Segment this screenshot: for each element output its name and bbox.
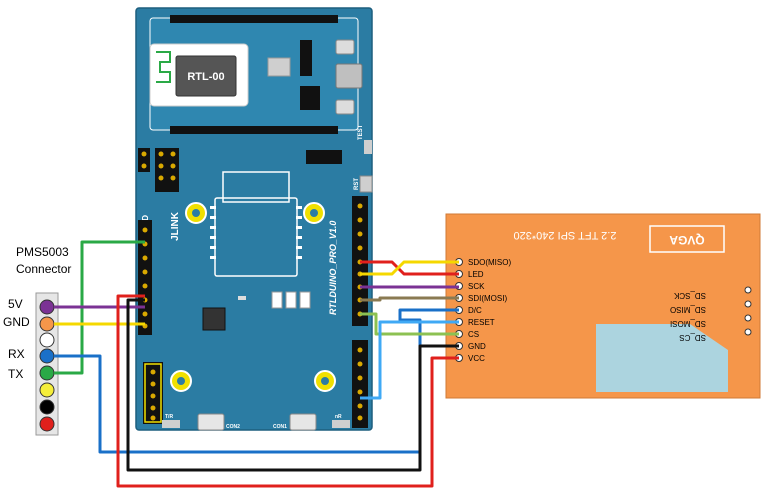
- tft-pin-cs: CS: [468, 330, 479, 339]
- sensor-pin-5v-label: 5V: [8, 297, 23, 311]
- pin-rx: [39, 348, 55, 364]
- sensor-title-line1: PMS5003: [16, 245, 69, 259]
- sd-pin-cs: SD_CS: [679, 333, 706, 342]
- wire-dc-lightblue: [360, 320, 459, 400]
- tft-pin-vcc: VCC: [468, 354, 485, 363]
- rst-label: RST: [354, 178, 360, 190]
- pin-gnd: [39, 316, 55, 332]
- tft-pin-sdo: SDO(MISO): [468, 258, 511, 267]
- pin-tx: [39, 365, 55, 381]
- test-label: TEST: [358, 124, 364, 140]
- pin-yellow: [39, 382, 55, 398]
- wire-gnd-black: [126, 298, 459, 472]
- wire-vcc-red: [116, 294, 459, 488]
- tft-pin-dc: D/C: [468, 306, 482, 315]
- sd-pin-list: [744, 286, 752, 336]
- rtlduino-board: RTL-00 JLINK MBED: [135, 7, 373, 431]
- pms5003-connector: [35, 292, 59, 436]
- con1-connector: [289, 413, 317, 431]
- module-button-bottom: [335, 99, 355, 115]
- sd-pin-sck: SD_SCK: [673, 291, 706, 300]
- wire-sdo-yellow: [360, 260, 459, 276]
- tft-pin-sck: SCK: [468, 282, 485, 291]
- usb-port: [335, 63, 363, 89]
- sd-pin-mosi: SD_MOSI: [670, 319, 706, 328]
- pin-5v: [39, 299, 55, 315]
- module-button-top: [335, 39, 355, 55]
- tft-pin-reset: RESET: [468, 318, 495, 327]
- small-chip: [202, 307, 226, 331]
- wire-cs-lightgreen: [360, 312, 459, 336]
- sensor-pin-tx-label: TX: [8, 367, 23, 381]
- wire-led-red: [360, 260, 459, 276]
- tr-label: T/R: [165, 414, 173, 420]
- tft-pin-gnd: GND: [468, 342, 486, 351]
- pin-black: [39, 399, 55, 415]
- tft-display: QVGA 2.2 TFT SPI 240*320 SDO(MISO) LED S…: [445, 213, 761, 399]
- tft-wires: [116, 260, 459, 488]
- tft-subtitle: 2.2 TFT SPI 240*320: [514, 229, 617, 241]
- module-name: RTL-00: [187, 71, 224, 83]
- pin-red: [39, 416, 55, 432]
- left-header: [138, 220, 152, 335]
- con1-label: CON1: [273, 424, 287, 430]
- con2-connector: [197, 413, 225, 431]
- board-name: RTLDUINO_PRO_V1.0: [328, 221, 338, 315]
- sensor-pin-gnd-label: GND: [3, 315, 30, 329]
- rtl00-chip: [175, 55, 237, 97]
- wire-sdi-olive: [360, 296, 459, 302]
- sensor-pin-rx-label: RX: [8, 347, 25, 361]
- jlink-label: JLINK: [170, 211, 181, 241]
- sd-pin-miso: SD_MISO: [670, 305, 706, 314]
- nr-label: nR: [335, 414, 342, 420]
- tft-screen: [596, 324, 728, 392]
- right-header-lower: [352, 340, 368, 428]
- tft-pin-sdi: SDI(MOSI): [468, 294, 507, 303]
- rst-button: [359, 175, 373, 193]
- antenna-trace: [156, 51, 171, 83]
- tft-pin-led: LED: [468, 270, 484, 279]
- con2-label: CON2: [226, 424, 240, 430]
- pin-nc: [39, 332, 55, 348]
- tft-title: QVGA: [669, 233, 705, 247]
- sensor-title-line2: Connector: [16, 262, 71, 276]
